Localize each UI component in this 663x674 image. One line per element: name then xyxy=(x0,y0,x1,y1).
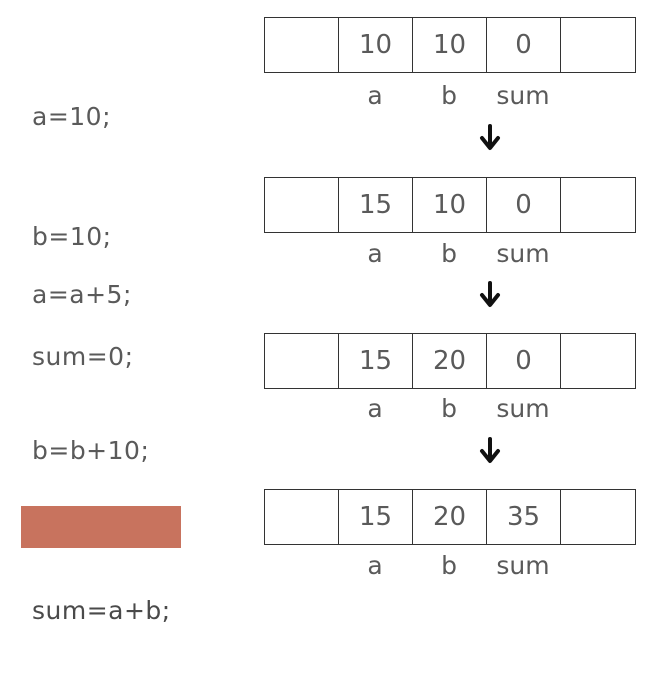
memory-row-step-1: 10 10 0 xyxy=(264,17,636,73)
variable-label-sum: sum xyxy=(496,394,550,423)
memory-cell-a: 15 xyxy=(339,490,413,544)
memory-row-step-3: 15 20 0 xyxy=(264,333,636,389)
memory-cell-b: 10 xyxy=(413,178,487,232)
memory-cell-a: 10 xyxy=(339,18,413,72)
memory-cell xyxy=(561,334,635,388)
memory-cell-a: 15 xyxy=(339,334,413,388)
memory-cell xyxy=(561,178,635,232)
variable-label xyxy=(560,548,634,584)
code-line: b=10; xyxy=(32,222,112,251)
variable-label xyxy=(264,548,338,584)
code-block-step-2: a=a+5; xyxy=(32,195,132,355)
variable-label-a: a xyxy=(367,239,383,268)
code-line: sum=a+b; xyxy=(32,596,171,625)
code-line: a=10; xyxy=(32,102,112,131)
variable-label-b: b xyxy=(441,394,457,423)
variable-label-a: a xyxy=(367,551,383,580)
memory-cell-sum: 0 xyxy=(487,334,561,388)
variable-label-a: a xyxy=(367,394,383,423)
memory-cell xyxy=(265,334,339,388)
memory-cell xyxy=(561,490,635,544)
memory-cell xyxy=(265,18,339,72)
memory-row-step-4: 15 20 35 xyxy=(264,489,636,545)
arrow-down-icon xyxy=(480,281,500,307)
memory-cell xyxy=(265,490,339,544)
variable-label-b: b xyxy=(441,551,457,580)
variable-label-sum: sum xyxy=(496,81,550,110)
memory-cell xyxy=(265,178,339,232)
memory-cell-b: 20 xyxy=(413,334,487,388)
variable-label xyxy=(560,236,634,272)
code-line: a=a+5; xyxy=(32,280,132,309)
variable-label-b: b xyxy=(441,239,457,268)
memory-cell xyxy=(561,18,635,72)
variable-label-a: a xyxy=(367,81,383,110)
memory-cell-sum: 0 xyxy=(487,18,561,72)
memory-cell-sum: 35 xyxy=(487,490,561,544)
variable-label xyxy=(560,391,634,427)
memory-cell-b: 20 xyxy=(413,490,487,544)
variable-label xyxy=(264,236,338,272)
variable-labels-step-4: a b sum xyxy=(264,548,636,584)
arrow-down-icon xyxy=(480,124,500,150)
code-line: b=b+10; xyxy=(32,436,150,465)
variable-labels-step-1: a b sum xyxy=(264,78,636,114)
memory-cell-a: 15 xyxy=(339,178,413,232)
code-block-step-1: a=10; b=10; sum=0; xyxy=(32,17,134,417)
variable-label-sum: sum xyxy=(496,551,550,580)
memory-cell-b: 10 xyxy=(413,18,487,72)
variable-label-sum: sum xyxy=(496,239,550,268)
variable-label xyxy=(264,391,338,427)
code-block-step-4-highlighted: sum=a+b; xyxy=(21,506,181,625)
variable-label xyxy=(560,78,634,114)
variable-labels-step-3: a b sum xyxy=(264,391,636,427)
variable-label-b: b xyxy=(441,81,457,110)
memory-row-step-2: 15 10 0 xyxy=(264,177,636,233)
code-line: sum=0; xyxy=(32,342,134,371)
arrow-down-icon xyxy=(480,437,500,463)
code-block-step-3: b=b+10; xyxy=(32,351,149,511)
memory-cell-sum: 0 xyxy=(487,178,561,232)
variable-label xyxy=(264,78,338,114)
variable-labels-step-2: a b sum xyxy=(264,236,636,272)
